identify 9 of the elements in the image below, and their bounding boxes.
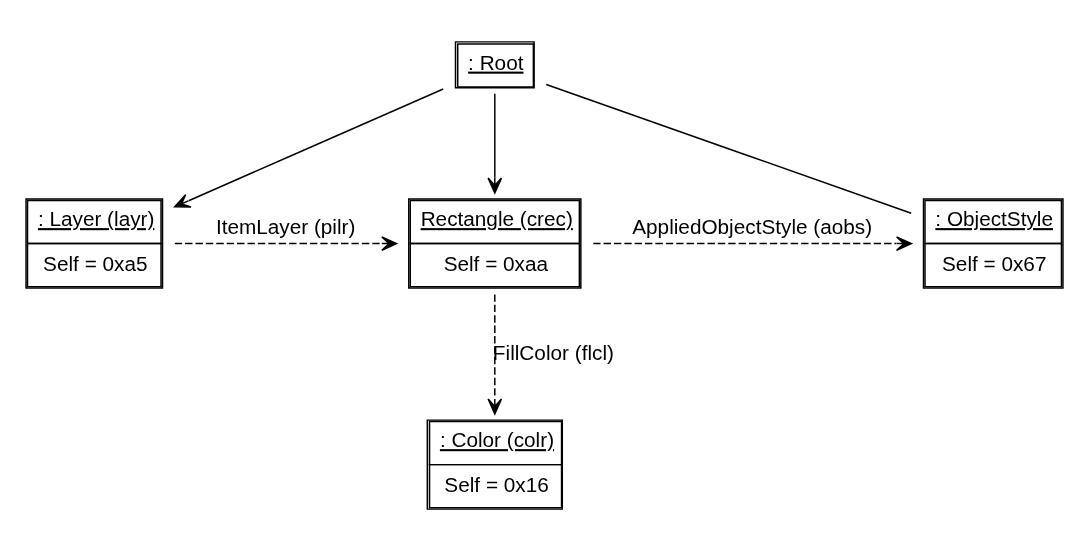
edge-label: FillColor (flcl) xyxy=(492,340,614,364)
edge-label: AppliedObjectStyle (aobs) xyxy=(632,214,873,238)
arrow xyxy=(487,92,503,194)
arrow xyxy=(173,87,444,208)
edge-label: ItemLayer (pilr) xyxy=(215,214,356,238)
arrow xyxy=(174,235,398,251)
arrow xyxy=(592,235,913,251)
connector xyxy=(545,83,912,214)
arrow xyxy=(487,293,503,415)
